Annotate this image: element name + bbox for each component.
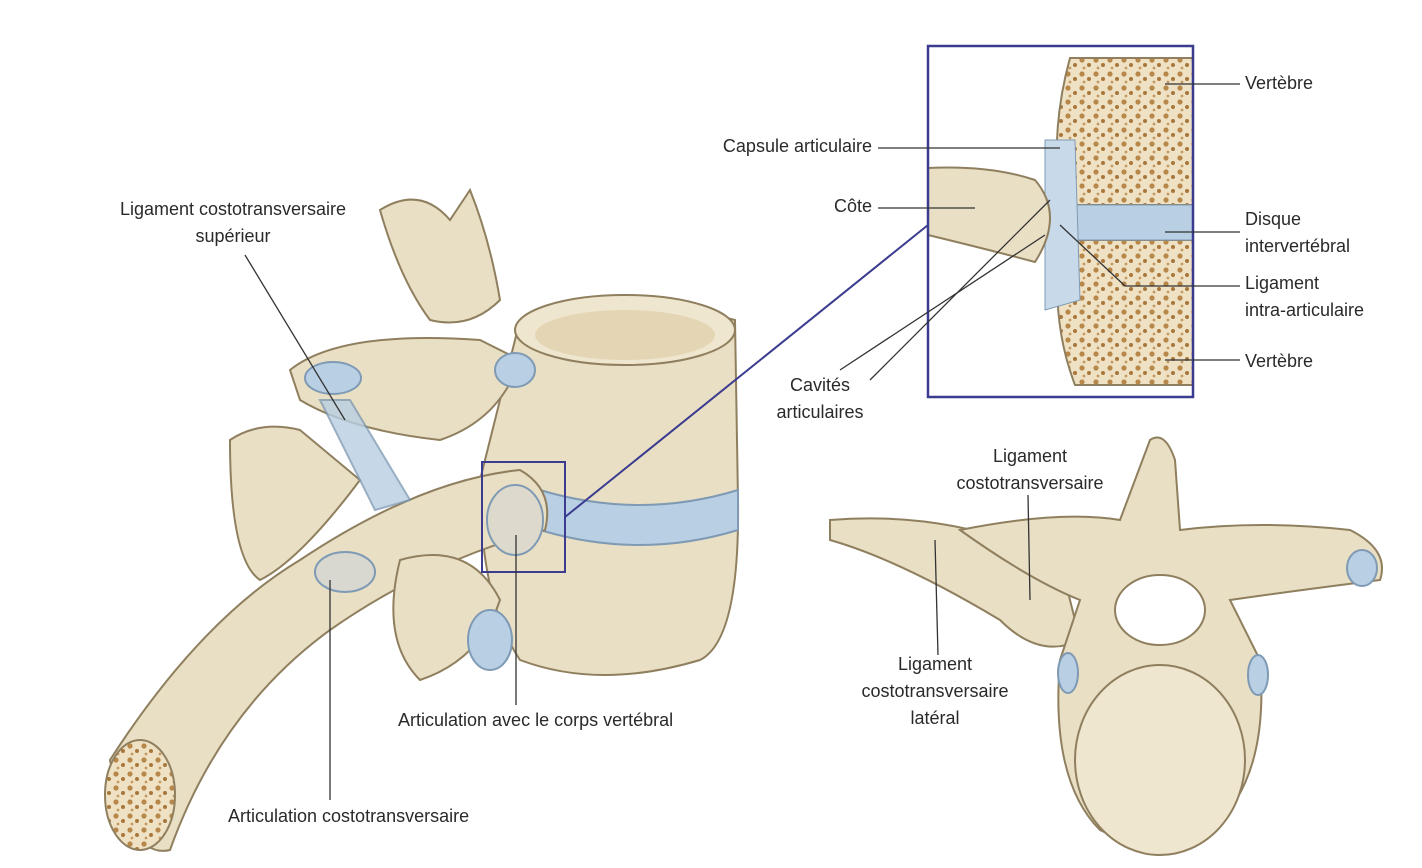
label-line: Ligament: [992, 446, 1068, 466]
label-line: costotransversaire: [956, 473, 1104, 493]
label-capsule-articulaire: Capsule articulaire: [722, 136, 872, 156]
label-ligament-costotransversaire-superieur: Ligament costotransversaire supérieur: [100, 196, 366, 250]
label-ligament-costotransversaire-lateral: Ligament costotransversaire latéral: [835, 651, 1035, 732]
vertebra-lateral-view: [108, 187, 740, 852]
label-articulation-costotransversaire: Articulation costotransversaire: [228, 806, 470, 826]
label-line: Ligament costotransversaire: [119, 199, 347, 219]
label-line: supérieur: [195, 226, 271, 246]
label-vertebre-top: Vertèbre: [1245, 73, 1314, 93]
label-line: intra-articulaire: [1245, 300, 1365, 320]
label-articulation-corps-vertebral: Articulation avec le corps vertébral: [398, 710, 674, 730]
label-line: costotransversaire: [861, 681, 1009, 701]
label-line: Ligament: [897, 654, 973, 674]
label-ligament-intra-articulaire: Ligament intra-articulaire: [1245, 270, 1364, 324]
label-line: Ligament: [1245, 273, 1320, 293]
label-cavites-articulaires: Cavités articulaires: [760, 372, 880, 426]
inset-detail: [926, 44, 1195, 399]
label-line: latéral: [910, 708, 960, 728]
vertebra-axial-view: [829, 436, 1383, 856]
label-vertebre-bottom: Vertèbre: [1245, 351, 1314, 371]
rib-cross-section: [104, 739, 176, 851]
label-line: Disque: [1245, 209, 1302, 229]
label-disque-intervertebral: Disque intervertébral: [1245, 206, 1350, 260]
label-line: Cavités: [789, 375, 851, 395]
label-line: intervertébral: [1245, 236, 1351, 256]
cartilage-surfaces: [304, 352, 544, 671]
label-ligament-costotransversaire: Ligament costotransversaire: [930, 443, 1130, 497]
label-cote: Côte: [833, 196, 872, 216]
leader-lines: [244, 83, 1240, 800]
label-line: articulaires: [776, 402, 864, 422]
